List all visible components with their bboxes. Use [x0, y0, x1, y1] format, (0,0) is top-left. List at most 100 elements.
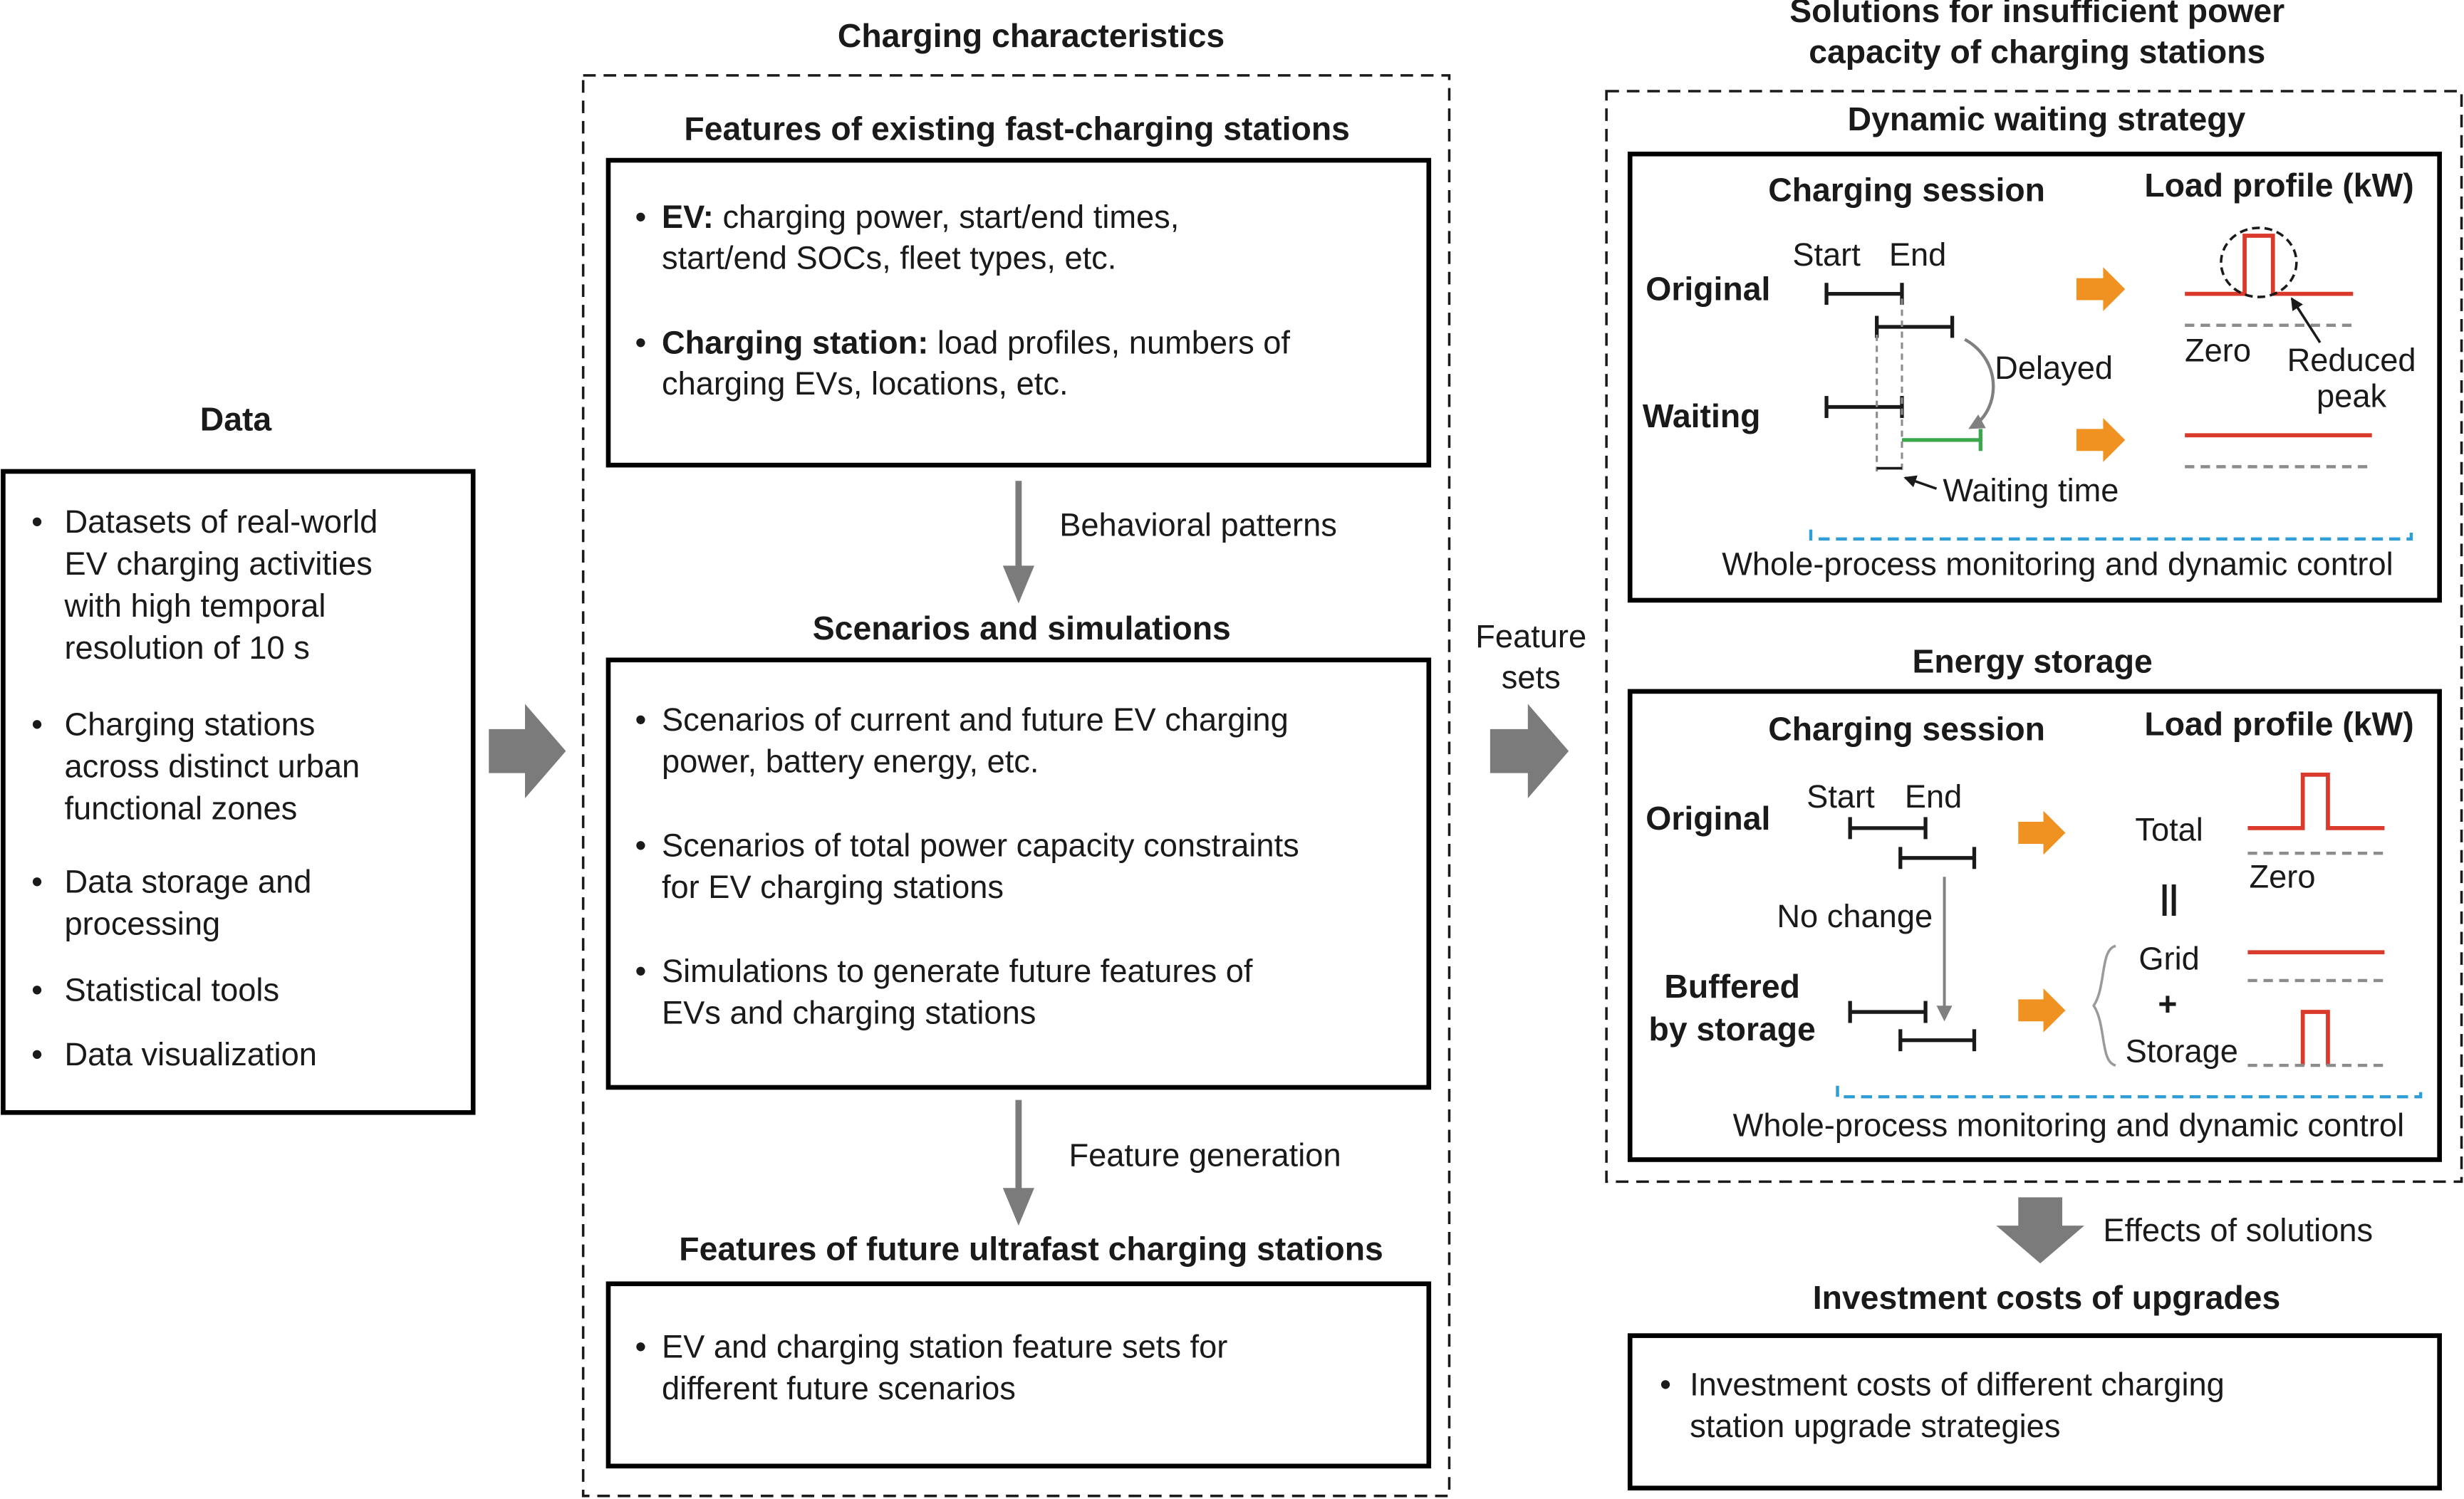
orange-arrow: [2018, 988, 2066, 1033]
energy-storage-title: Energy storage: [1912, 642, 2152, 679]
list-item-line: Scenarios of current and future EV charg…: [662, 701, 1289, 738]
session-bar: [1824, 283, 1904, 305]
session-bar: [1848, 817, 1928, 840]
list-item-line: Statistical tools: [64, 972, 279, 1008]
monitoring-label: Whole-process monitoring and dynamic con…: [1733, 1107, 2404, 1143]
brace: [2092, 944, 2116, 1067]
energy-storage-box: [1627, 689, 2442, 1162]
scenarios-list: • Scenarios of current and future EV char…: [635, 701, 1299, 1031]
list-item-line: Charging stations: [64, 706, 315, 743]
solutions-section: Solutions for insufficient power capacit…: [1605, 0, 2463, 1184]
plus-sign: +: [2158, 985, 2177, 1022]
total-load-profile: [2247, 772, 2385, 830]
feature-generation-label: Feature generation: [1069, 1137, 1341, 1173]
charging-session-header: Charging session: [1768, 710, 2045, 747]
feature-sets-label-line2: sets: [1502, 659, 1561, 695]
list-item-line: Data visualization: [64, 1036, 316, 1072]
list-item-line: Investment costs of different charging: [1690, 1366, 2225, 1402]
bullet: •: [635, 324, 646, 360]
station-label: Charging station:: [662, 324, 928, 360]
row-original-label: Original: [1646, 800, 1770, 837]
station-line1: load profiles, numbers of: [937, 324, 1291, 360]
existing-features-box: [605, 157, 1432, 468]
session-bar: [1848, 1001, 1928, 1023]
row-original-label: Original: [1646, 270, 1770, 307]
list-item-line: functional zones: [64, 790, 297, 827]
station-line2: charging EVs, locations, etc.: [662, 365, 1069, 402]
list-item-line: Simulations to generate future features …: [662, 953, 1253, 989]
data-box: [1, 469, 476, 1115]
list-item-line: Data storage and: [64, 863, 311, 899]
scenarios-title: Scenarios and simulations: [813, 610, 1231, 647]
bullet: •: [31, 863, 43, 899]
no-change-label: No change: [1777, 898, 1933, 934]
monitoring-bracket: [1836, 1085, 2423, 1099]
zero-label: Zero: [2249, 859, 2315, 895]
gray-flow-arrow-1: [489, 704, 566, 798]
feature-sets-label-line1: Feature: [1475, 618, 1586, 654]
investment-title: Investment costs of upgrades: [1813, 1279, 2280, 1316]
bullet: •: [31, 1036, 43, 1072]
storage-load-profile: [2300, 1010, 2330, 1066]
delayed-curved-arrow: [1964, 338, 1995, 429]
load-profile-peak: [2185, 234, 2354, 296]
list-item-line: Scenarios of total power capacity constr…: [662, 827, 1299, 864]
list-item-line: EV charging activities: [64, 545, 372, 582]
session-bar: [1898, 847, 1977, 869]
existing-features-list: • EV: charging power, start/end times, s…: [635, 199, 1290, 402]
waiting-time-label: Waiting time: [1943, 472, 2119, 508]
orange-arrow: [2076, 417, 2126, 462]
list-item-line: power, battery energy, etc.: [662, 743, 1039, 780]
ev-feature-line: EV: charging power, start/end times,: [662, 199, 1179, 235]
solutions-title-line1: Solutions for insufficient power: [1789, 0, 2284, 29]
dynamic-waiting-title: Dynamic waiting strategy: [1848, 100, 2246, 137]
list-item-line: resolution of 10 s: [64, 630, 309, 666]
future-features-title: Features of future ultrafast charging st…: [679, 1231, 1383, 1268]
list-item-line: EV and charging station feature sets for: [662, 1329, 1227, 1365]
list-item-line: processing: [64, 905, 220, 941]
orange-arrow: [2018, 810, 2066, 855]
effects-label: Effects of solutions: [2103, 1212, 2373, 1248]
future-features-list: • EV and charging station feature sets fo…: [635, 1329, 1227, 1406]
solutions-dashed-frame: [1605, 90, 2463, 1184]
bullet: •: [635, 1329, 646, 1365]
reduced-peak-label-line2: peak: [2317, 378, 2386, 414]
end-label: End: [1905, 778, 1962, 815]
grid-label: Grid: [2138, 940, 2199, 976]
list-item-line: Datasets of real-world: [64, 503, 378, 540]
charging-session-header: Charging session: [1768, 171, 2045, 208]
investment-list: •Investment costs of different chargings…: [1660, 1366, 2225, 1443]
list-item-line: EVs and charging stations: [662, 995, 1036, 1031]
data-section: Data • Datasets of real-world EV charging …: [1, 401, 476, 1115]
end-label: End: [1889, 236, 1946, 273]
station-feature-line: Charging station: load profiles, numbers…: [662, 324, 1290, 360]
list-item-line: for EV charging stations: [662, 869, 1004, 905]
gray-flow-arrow-2: [1490, 704, 1569, 798]
characteristics-title: Charging characteristics: [838, 17, 1225, 54]
row-buffered-label-line2: by storage: [1649, 1010, 1816, 1048]
bullet: •: [31, 972, 43, 1008]
ev-line1: charging power, start/end times,: [722, 199, 1179, 235]
dynamic-waiting-box: [1627, 151, 2442, 603]
ev-label: EV:: [662, 199, 714, 235]
bullet: •: [31, 706, 43, 743]
zero-label: Zero: [2185, 333, 2251, 369]
list-item-line: station upgrade strategies: [1690, 1408, 2060, 1444]
behavioral-patterns-label: Behavioral patterns: [1059, 506, 1337, 543]
reduced-peak-label-line1: Reduced: [2287, 342, 2416, 378]
delayed-label: Delayed: [1995, 350, 2113, 386]
monitoring-label: Whole-process monitoring and dynamic con…: [1722, 546, 2393, 583]
solutions-title-line2: capacity of charging stations: [1809, 33, 2265, 70]
feature-generation-arrow-head: [1002, 1188, 1034, 1226]
bullet: •: [635, 827, 646, 864]
storage-label: Storage: [2126, 1033, 2238, 1070]
session-bar: [1875, 315, 1955, 338]
investment-section: Investment costs of upgrades •Investment…: [1627, 1279, 2442, 1490]
bullet: •: [31, 503, 43, 540]
peak-circle: [2220, 226, 2298, 298]
characteristics-section: Charging characteristics Features of exi…: [581, 17, 1451, 1498]
total-label: Total: [2135, 812, 2203, 848]
data-title: Data: [200, 401, 273, 438]
characteristics-dashed-frame: [581, 74, 1451, 1498]
